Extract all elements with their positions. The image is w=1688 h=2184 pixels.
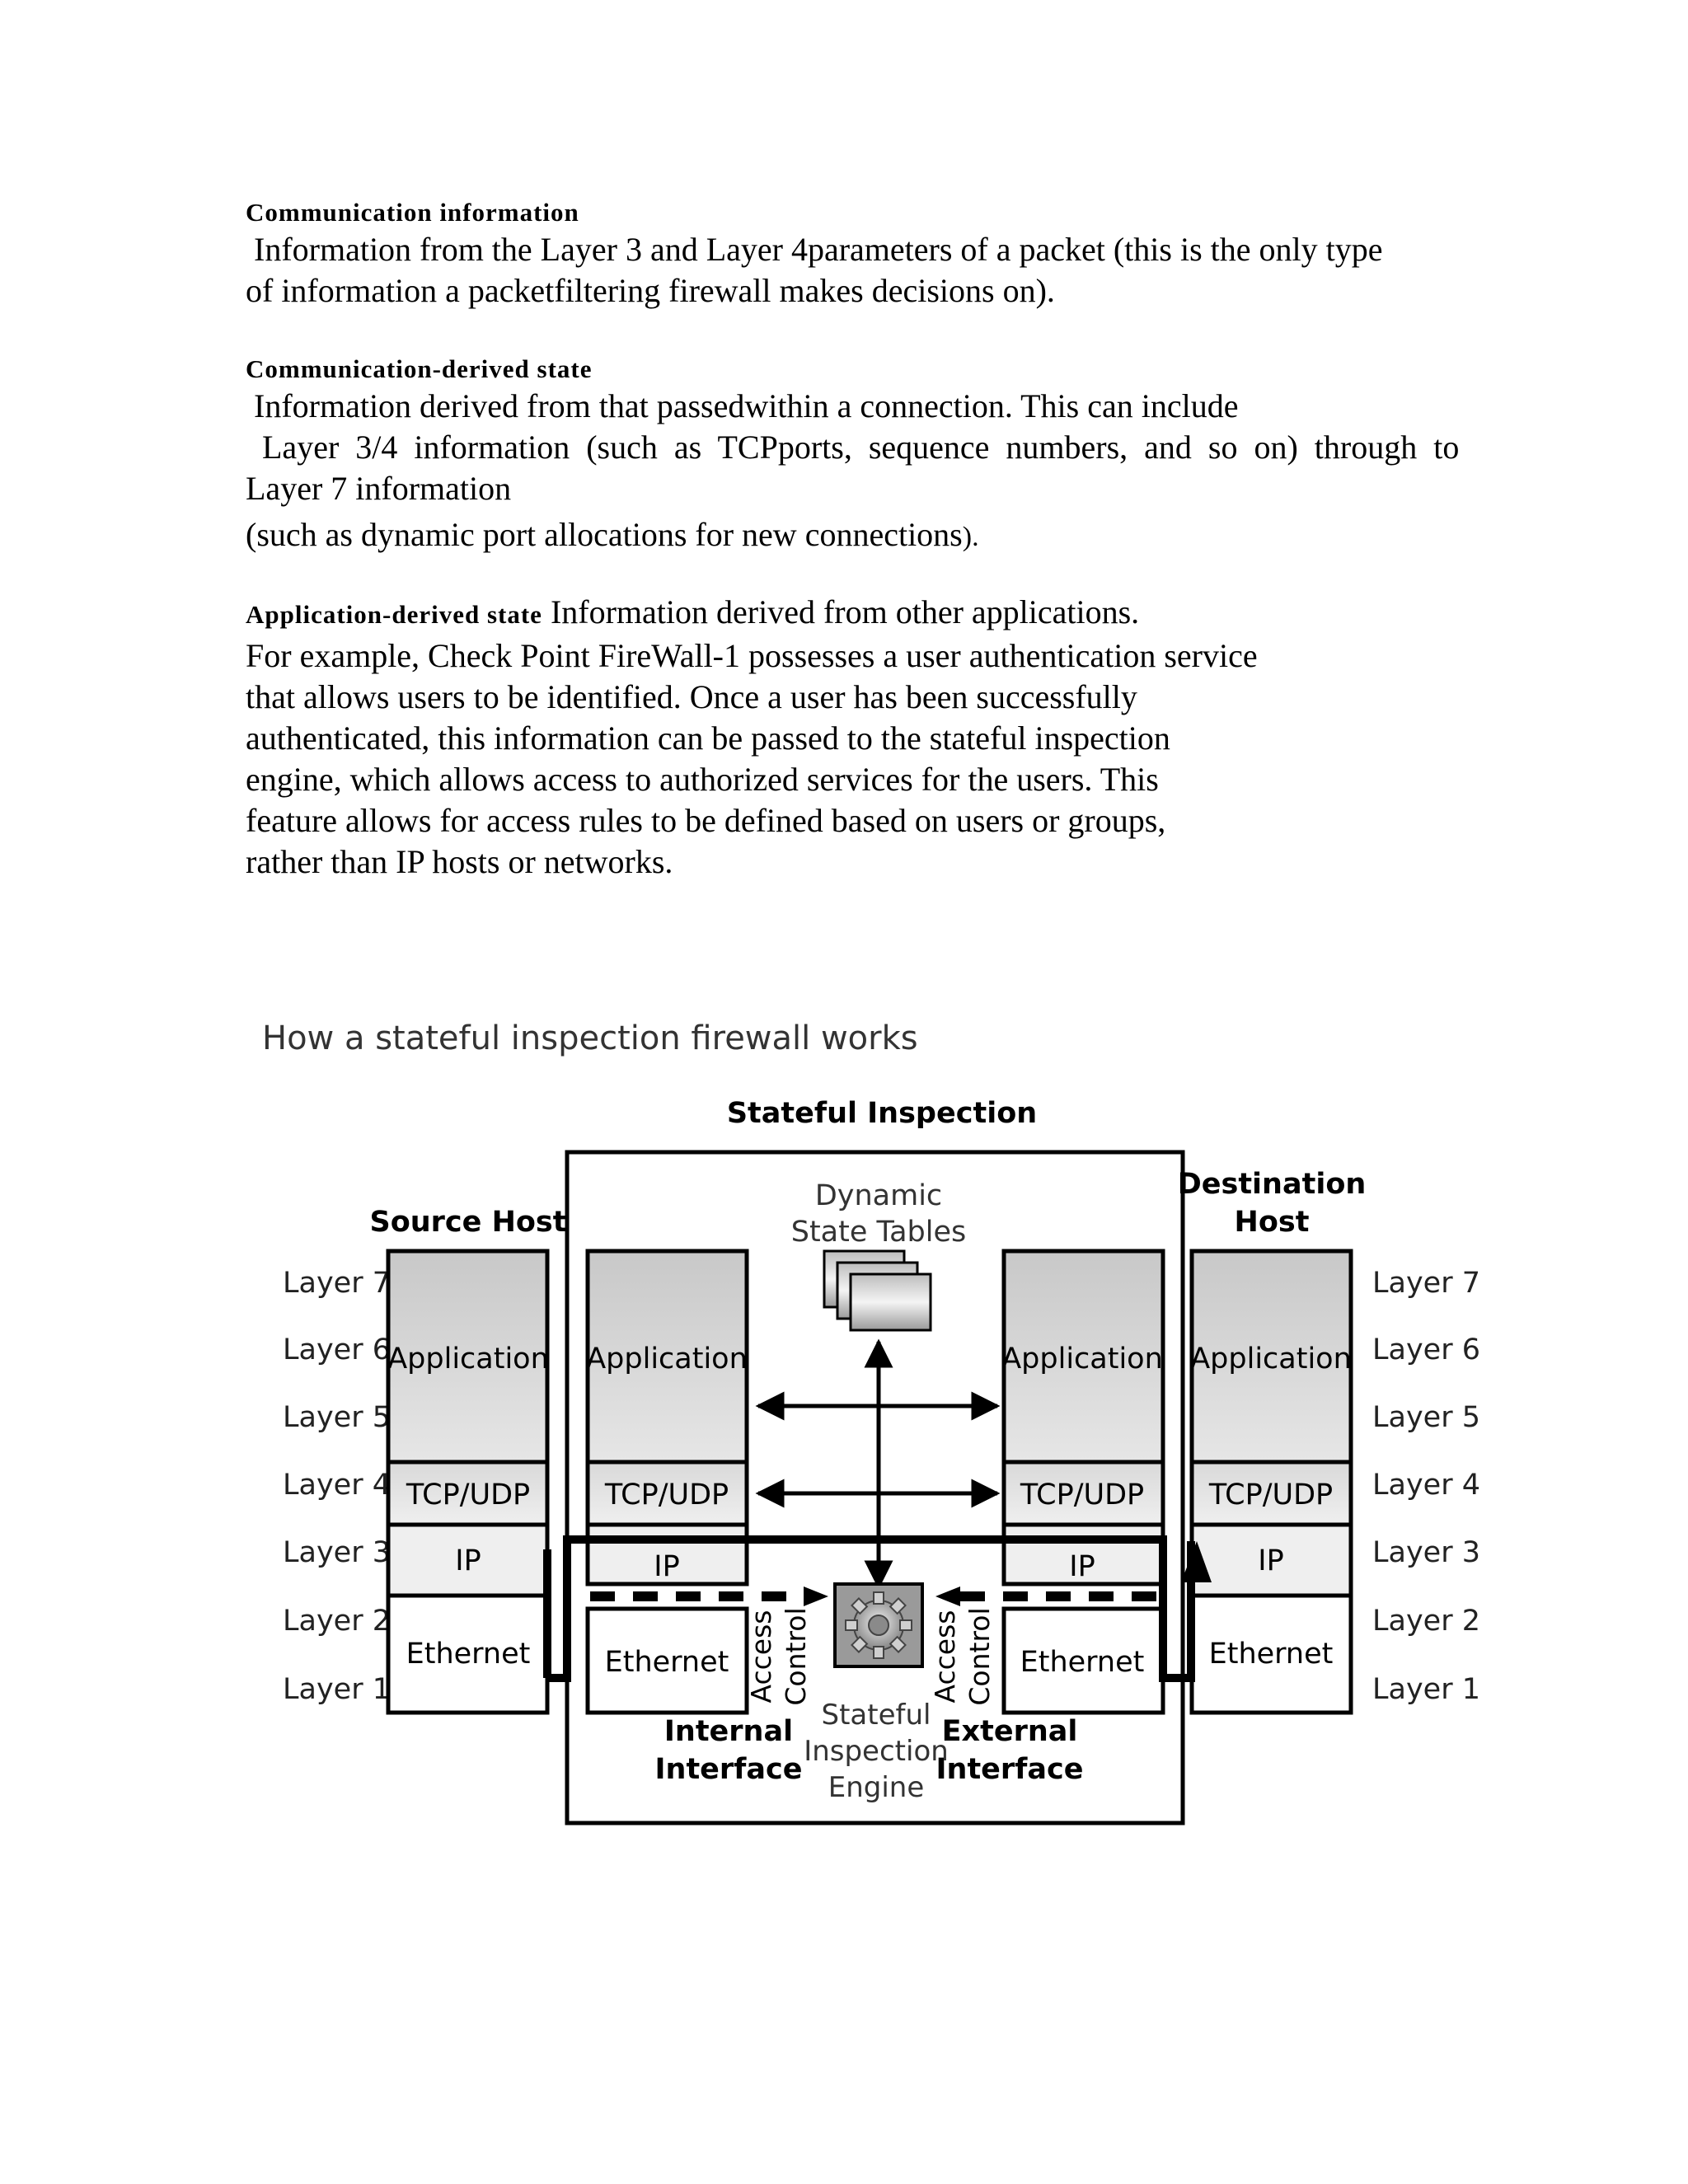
layer-label: Layer 5 — [1372, 1401, 1480, 1434]
destination-host-stack — [1189, 1249, 1353, 1715]
paragraph-line: of information a packetfiltering firewal… — [246, 272, 1055, 309]
figure-caption: How a stateful inspection firewall works — [262, 1019, 918, 1057]
section-communication-information: Communication information Information fr… — [246, 198, 1498, 312]
heading-communication-derived-state: Communication-derived state — [246, 354, 593, 383]
paragraph-line: authenticated, this information can be p… — [246, 719, 1170, 757]
source-host-stack — [386, 1249, 550, 1715]
stack-ip: IP — [455, 1544, 481, 1577]
paragraph-line: rather than IP hosts or networks. — [246, 843, 673, 880]
heading-tail: Information derived from other applicati… — [542, 593, 1140, 630]
state-tables-icon — [823, 1249, 932, 1332]
stack-tcp-udp: TCP/UDP — [1020, 1479, 1144, 1511]
traffic-path-arrowhead — [1181, 1541, 1212, 1582]
stack-ethernet: Ethernet — [406, 1638, 531, 1671]
layer-label: Layer 1 — [283, 1673, 391, 1706]
stateful-inspection-box — [565, 1150, 1185, 1825]
paragraph-line: Layer 3/4 information (such as TCPports,… — [246, 429, 1460, 466]
stack-tcp-udp: TCP/UDP — [604, 1479, 729, 1511]
heading-application-derived-state: Application-derived state — [246, 600, 542, 629]
access-control-label-2: Control — [964, 1607, 996, 1705]
paragraph-line: Application-derived state Information de… — [246, 592, 1498, 635]
dashed-arrowhead-right — [935, 1586, 960, 1606]
paragraph-extra-line-end: ). — [962, 522, 979, 552]
layer-label: Layer 5 — [283, 1401, 391, 1434]
dynamic-tables-label-2: State Tables — [791, 1216, 967, 1249]
stack-application: Application — [1190, 1343, 1352, 1376]
engine-label: Stateful — [822, 1699, 931, 1732]
stack-ethernet: Ethernet — [605, 1646, 729, 1679]
source-host-stack-labels: Application TCP/UDP IP Ethernet — [387, 1343, 549, 1671]
stack-application: Application — [586, 1343, 748, 1376]
layer-label: Layer 1 — [1372, 1673, 1480, 1706]
stack-application: Application — [387, 1343, 549, 1376]
stack-ip: IP — [1258, 1544, 1283, 1577]
external-interface-label-2: Interface — [936, 1753, 1084, 1786]
access-control-right: Access Control — [929, 1607, 996, 1705]
paragraph-line: Information derived from that passedwith… — [246, 387, 1239, 424]
stack-ip: IP — [654, 1550, 679, 1583]
engine-label-3: Engine — [828, 1771, 925, 1804]
paragraph-line: Information from the Layer 3 and Layer 4… — [246, 231, 1383, 268]
paragraph-line: engine, which allows access to authorize… — [246, 761, 1159, 798]
right-layer-labels: Layer 7 Layer 6 Layer 5 Layer 4 Layer 3 … — [1372, 1267, 1480, 1706]
paragraph-line: (such as dynamic port allocations for ne… — [246, 514, 1498, 558]
section-application-derived-state: Application-derived state Information de… — [246, 592, 1498, 883]
stack-application: Application — [1001, 1343, 1163, 1376]
paragraph-line: feature allows for access rules to be de… — [246, 802, 1166, 839]
dashed-arrowhead-left — [804, 1586, 828, 1606]
layer-label: Layer 7 — [1372, 1267, 1480, 1300]
internal-interface-stack — [585, 1249, 749, 1715]
engine-label-2: Inspection — [804, 1735, 949, 1768]
internal-interface-label: Internal — [664, 1715, 793, 1748]
destination-host-label-2: Host — [1235, 1206, 1310, 1239]
internal-interface-stack-labels: Application TCP/UDP IP Ethernet — [586, 1343, 748, 1679]
paragraph-line: that allows users to be identified. Once… — [246, 678, 1137, 715]
layer-label: Layer 2 — [283, 1605, 391, 1638]
paragraph-line: For example, Check Point FireWall-1 poss… — [246, 637, 1258, 674]
access-control-label: Access — [929, 1610, 961, 1704]
left-layer-labels: Layer 7 Layer 6 Layer 5 Layer 4 Layer 3 … — [283, 1267, 391, 1706]
layer-label: Layer 4 — [1372, 1469, 1480, 1502]
access-control-left: Access Control — [745, 1607, 812, 1705]
stack-ethernet: Ethernet — [1020, 1646, 1145, 1679]
stateful-inspection-title: Stateful Inspection — [727, 1097, 1037, 1130]
inspection-engine-gear-icon — [833, 1582, 924, 1668]
layer-label: Layer 2 — [1372, 1605, 1480, 1638]
access-control-label: Access — [745, 1610, 777, 1704]
heading-communication-information: Communication information — [246, 198, 579, 227]
paragraph-line: Layer 7 information — [246, 470, 512, 507]
external-interface-stack — [1001, 1249, 1165, 1715]
internal-interface-label-2: Interface — [655, 1753, 803, 1786]
access-control-label-2: Control — [780, 1607, 812, 1705]
traffic-path-line — [547, 1535, 1195, 1682]
stack-ip: IP — [1069, 1550, 1095, 1583]
external-interface-stack-labels: Application TCP/UDP IP Ethernet — [1001, 1343, 1163, 1679]
layer-label: Layer 4 — [283, 1469, 391, 1502]
layer-label: Layer 6 — [1372, 1333, 1480, 1366]
dynamic-tables-label: Dynamic — [815, 1179, 942, 1212]
stack-tcp-udp: TCP/UDP — [1208, 1479, 1333, 1511]
destination-host-stack-labels: Application TCP/UDP IP Ethernet — [1190, 1343, 1352, 1671]
layer-label: Layer 7 — [283, 1267, 391, 1300]
stack-tcp-udp: TCP/UDP — [406, 1479, 530, 1511]
destination-host-label: Destination — [1178, 1168, 1367, 1201]
bottom-labels: Internal Interface External Interface St… — [655, 1699, 1084, 1804]
layer-label: Layer 3 — [283, 1536, 391, 1569]
external-interface-label: External — [942, 1715, 1078, 1748]
section-communication-derived-state: Communication-derived state Information … — [246, 354, 1498, 558]
stack-ethernet: Ethernet — [1209, 1638, 1334, 1671]
source-host-label: Source Host — [369, 1206, 566, 1239]
layer-label: Layer 3 — [1372, 1536, 1480, 1569]
layer-label: Layer 6 — [283, 1333, 391, 1366]
paragraph-extra-line: (such as dynamic port allocations for ne… — [246, 516, 963, 553]
